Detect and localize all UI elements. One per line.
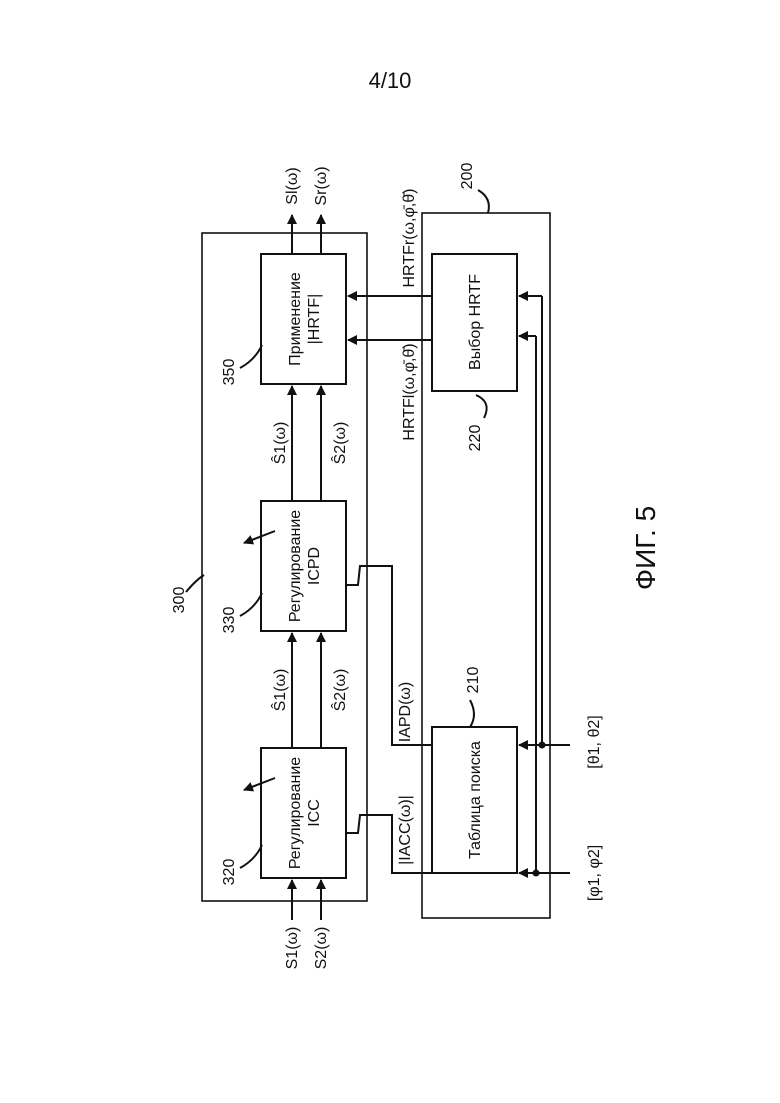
lookup-table-label: Таблица поиска: [467, 741, 484, 859]
iapd-label: IAPD(ω): [397, 682, 414, 743]
ref-220: 220: [467, 425, 484, 452]
icc-label-line2: ICC: [306, 799, 323, 827]
ref-350: 350: [221, 359, 238, 386]
phi-junction-dot: [533, 870, 540, 877]
signal-s2-hat-label-2: Ŝ2(ω): [330, 422, 349, 465]
icc-label-line1: Регулирование: [287, 757, 304, 869]
signal-sr-label: Sr(ω): [313, 166, 330, 205]
theta-label: [θ1, θ2]: [586, 715, 603, 768]
leader-350: [240, 345, 262, 368]
leader-210: [470, 700, 474, 727]
leader-200: [478, 190, 489, 213]
signal-s2-label: S2(ω): [313, 927, 330, 970]
leader-220: [476, 395, 487, 418]
signal-sl-label: Sl(ω): [284, 167, 301, 204]
icpd-label-line1: Регулирование: [287, 510, 304, 622]
signal-s1-label: S1(ω): [284, 927, 301, 970]
ref-300: 300: [171, 587, 188, 614]
leader-330: [240, 593, 262, 616]
figure-label: ФИГ. 5: [630, 506, 661, 590]
ref-320: 320: [221, 859, 238, 886]
icpd-label-line2: ICPD: [306, 547, 323, 585]
signal-s1-hat-label-1: Ŝ1(ω): [270, 669, 289, 712]
signal-s2-hat-label-1: Ŝ2(ω): [330, 669, 349, 712]
theta-junction-dot: [539, 742, 546, 749]
hrtf-l-label: HRTFl(ω,φ̄,θ̄): [401, 343, 418, 440]
ref-200: 200: [459, 163, 476, 190]
iacc-signal-line: [346, 815, 432, 873]
phi-label: [φ1, φ2]: [586, 845, 603, 901]
hrtf-apply-label-line2: |HRTF|: [306, 294, 323, 345]
hrtf-r-label: HRTFr(ω,φ̄,θ̄): [401, 188, 418, 287]
iacc-label: |IACC(ω)|: [397, 795, 414, 865]
signal-s1-hat-label-2: Ŝ1(ω): [270, 422, 289, 465]
ref-330: 330: [221, 607, 238, 634]
leader-320: [240, 845, 262, 868]
hrtf-select-label: Выбор HRTF: [467, 274, 484, 370]
ref-210: 210: [465, 667, 482, 694]
iapd-signal-line: [346, 566, 432, 745]
hrtf-apply-label-line1: Применение: [287, 272, 304, 366]
